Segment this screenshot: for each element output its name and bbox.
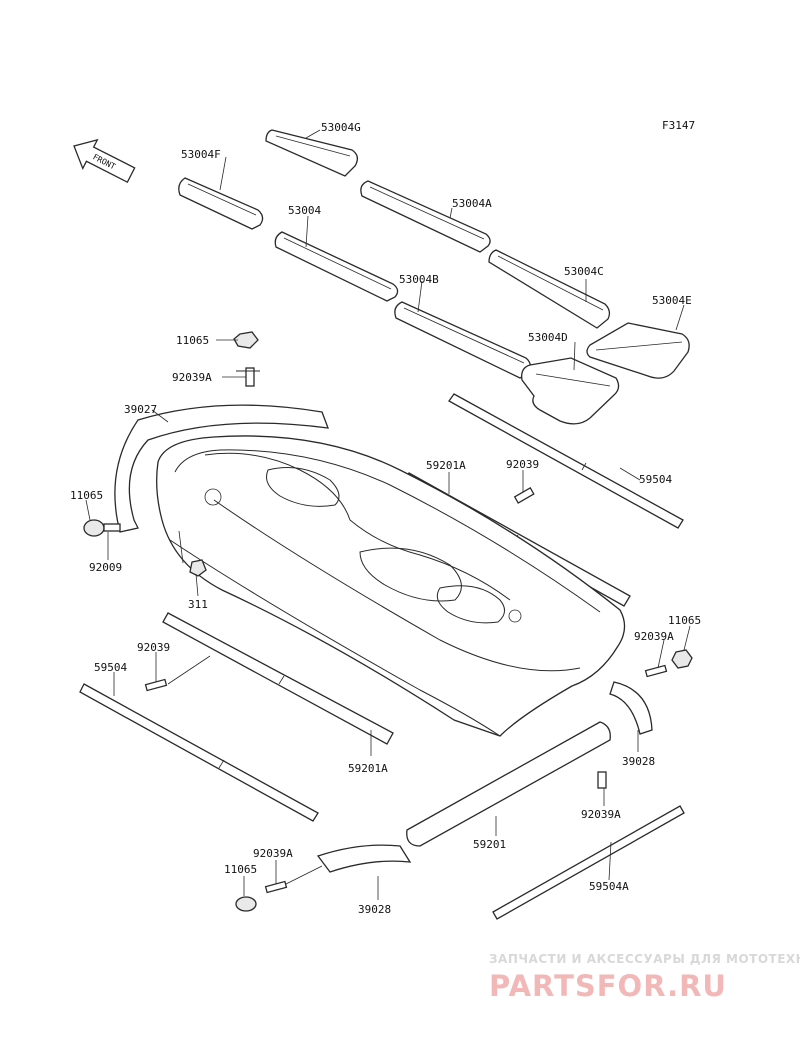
bolt-92039A-right[interactable]: [644, 664, 668, 678]
rail-59504A[interactable]: [492, 805, 685, 920]
label-59504A: 59504A: [589, 880, 629, 893]
label-53004G: 53004G: [321, 121, 361, 134]
label-92009: 92009: [89, 561, 122, 574]
watermark-tagline: ЗАПЧАСТИ И АКСЕССУАРЫ ДЛЯ МОТОТЕХНИКИ: [489, 952, 800, 966]
label-53004: 53004: [288, 204, 321, 217]
cap-11065-right[interactable]: [671, 649, 693, 669]
hull-deck: [156, 435, 626, 737]
bolt-92039A-bottom[interactable]: [264, 880, 288, 894]
mat-53004G[interactable]: [265, 129, 359, 177]
label-92039-lower: 92039: [137, 641, 170, 654]
label-39028-right: 39028: [622, 755, 655, 768]
label-11065-top: 11065: [176, 334, 209, 347]
label-53004C: 53004C: [564, 265, 604, 278]
rail-59201[interactable]: [406, 721, 611, 847]
label-92039A-top: 92039A: [172, 371, 212, 384]
figure-code: F3147: [662, 119, 695, 132]
mat-53004F[interactable]: [178, 177, 264, 230]
cap-11065-top[interactable]: [233, 331, 259, 349]
label-39027: 39027: [124, 403, 157, 416]
mat-53004C[interactable]: [488, 249, 611, 329]
rail-59504-lower[interactable]: [79, 683, 319, 822]
label-59201A-lower: 59201A: [348, 762, 388, 775]
watermark-brand: PARTSFOR.RU: [489, 969, 727, 1003]
mat-53004E[interactable]: [586, 322, 690, 379]
bumper-39028-right[interactable]: [609, 681, 653, 735]
label-311: 311: [188, 598, 208, 611]
bolt-92039A-lower-right[interactable]: [597, 771, 607, 789]
mat-53004D[interactable]: [521, 357, 620, 425]
front-arrow-icon: FRONT: [73, 138, 136, 184]
bumper-39028-bottom[interactable]: [316, 844, 412, 873]
bolt-92039-upper[interactable]: [513, 487, 535, 504]
label-92039A-lower-right: 92039A: [581, 808, 621, 821]
leader-lines: [85, 129, 691, 900]
label-53004A: 53004A: [452, 197, 492, 210]
label-59201A-upper: 59201A: [426, 459, 466, 472]
label-92039-upper: 92039: [506, 458, 539, 471]
label-53004B: 53004B: [399, 273, 439, 286]
label-39028-bottom: 39028: [358, 903, 391, 916]
label-59201: 59201: [473, 838, 506, 851]
label-59504-upper: 59504: [639, 473, 672, 486]
label-53004D: 53004D: [528, 331, 568, 344]
mat-53004A[interactable]: [360, 180, 491, 253]
label-53004E: 53004E: [652, 294, 692, 307]
mat-53004B[interactable]: [394, 301, 532, 379]
cap-11065-bottom[interactable]: [235, 896, 257, 912]
label-92039A-bottom: 92039A: [253, 847, 293, 860]
label-11065-bottom: 11065: [224, 863, 257, 876]
label-11065-left: 11065: [70, 489, 103, 502]
label-59504-lower: 59504: [94, 661, 127, 674]
cap-11065-left[interactable]: [83, 519, 105, 537]
mat-53004[interactable]: [274, 231, 399, 302]
label-53004F: 53004F: [181, 148, 221, 161]
label-92039A-right: 92039A: [634, 630, 674, 643]
label-11065-right: 11065: [668, 614, 701, 627]
rail-59201A-lower[interactable]: [162, 612, 394, 745]
bolt-92039-lower[interactable]: [144, 678, 168, 692]
rail-59504-upper[interactable]: [448, 393, 684, 529]
bumper-39027[interactable]: [114, 404, 329, 533]
screw-92009[interactable]: [103, 523, 121, 532]
nut-311[interactable]: [189, 559, 207, 577]
